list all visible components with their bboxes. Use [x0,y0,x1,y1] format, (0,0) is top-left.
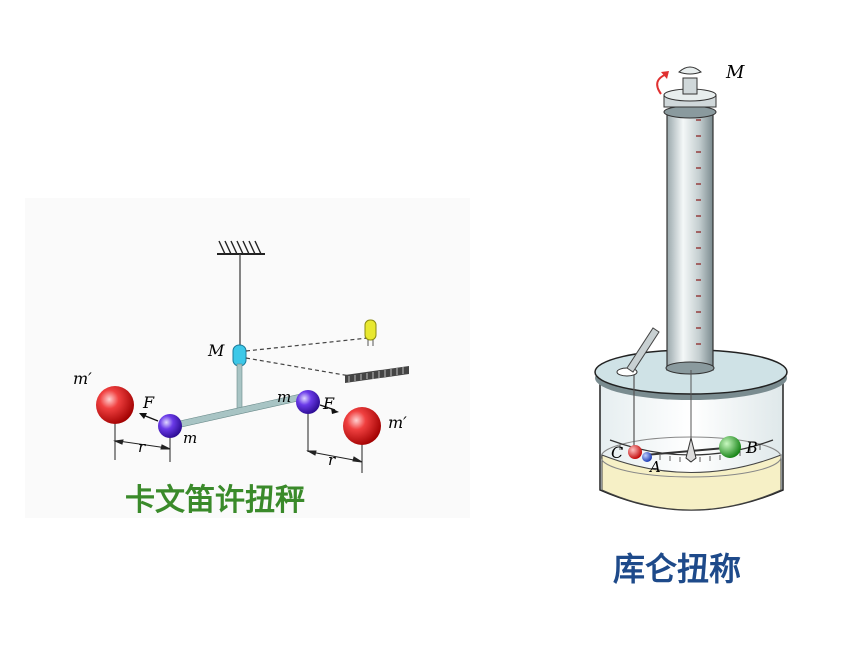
large-mass-right-label: m′ [388,413,407,432]
large-sphere-right [343,407,381,445]
distance-marker-left [113,424,171,462]
small-mass-right-label: m [277,388,291,406]
mirror [232,344,247,367]
cavendish-svg: M [25,198,470,518]
small-sphere-right [296,390,320,414]
force-left-label: F [142,393,155,412]
reading-scale [345,366,409,383]
rotation-arrow-icon [656,71,669,95]
force-right-label: F [322,394,335,413]
torsion-tube [665,111,715,375]
mirror-label: M [207,341,225,360]
large-sphere-left [96,386,134,424]
coulomb-svg: M C A B 库仑扭称 [594,62,788,588]
distance-marker-right [306,414,363,473]
light-beam-reflected [245,357,351,377]
distance-left-label: r [138,438,146,456]
cavendish-caption: 卡文笛许扭秤 [125,483,305,518]
knob-label: M [725,62,745,83]
distance-right-label: r [328,451,336,469]
counterweight-vane [685,437,697,463]
small-sphere-left [158,414,182,438]
ball-b [719,436,741,458]
lamp [364,319,377,346]
torsion-beam [644,447,726,456]
ball-c-label: C [611,443,623,462]
force-arrow-left [139,413,159,422]
force-arrow-right [319,404,339,414]
ceiling-mount [217,240,265,255]
ball-a [642,452,652,462]
small-mass-left-label: m [183,429,197,447]
cavendish-diagram: M [25,198,470,518]
torsion-knob [663,66,717,119]
coulomb-caption: 库仑扭称 [613,550,741,588]
ball-b-label: B [745,438,758,457]
ball-a-label: A [648,458,661,476]
insertion-probe [626,327,660,373]
ball-c [628,445,642,459]
large-mass-left-label: m′ [73,369,92,388]
coulomb-diagram: M C A B 库仑扭称 [575,50,805,600]
